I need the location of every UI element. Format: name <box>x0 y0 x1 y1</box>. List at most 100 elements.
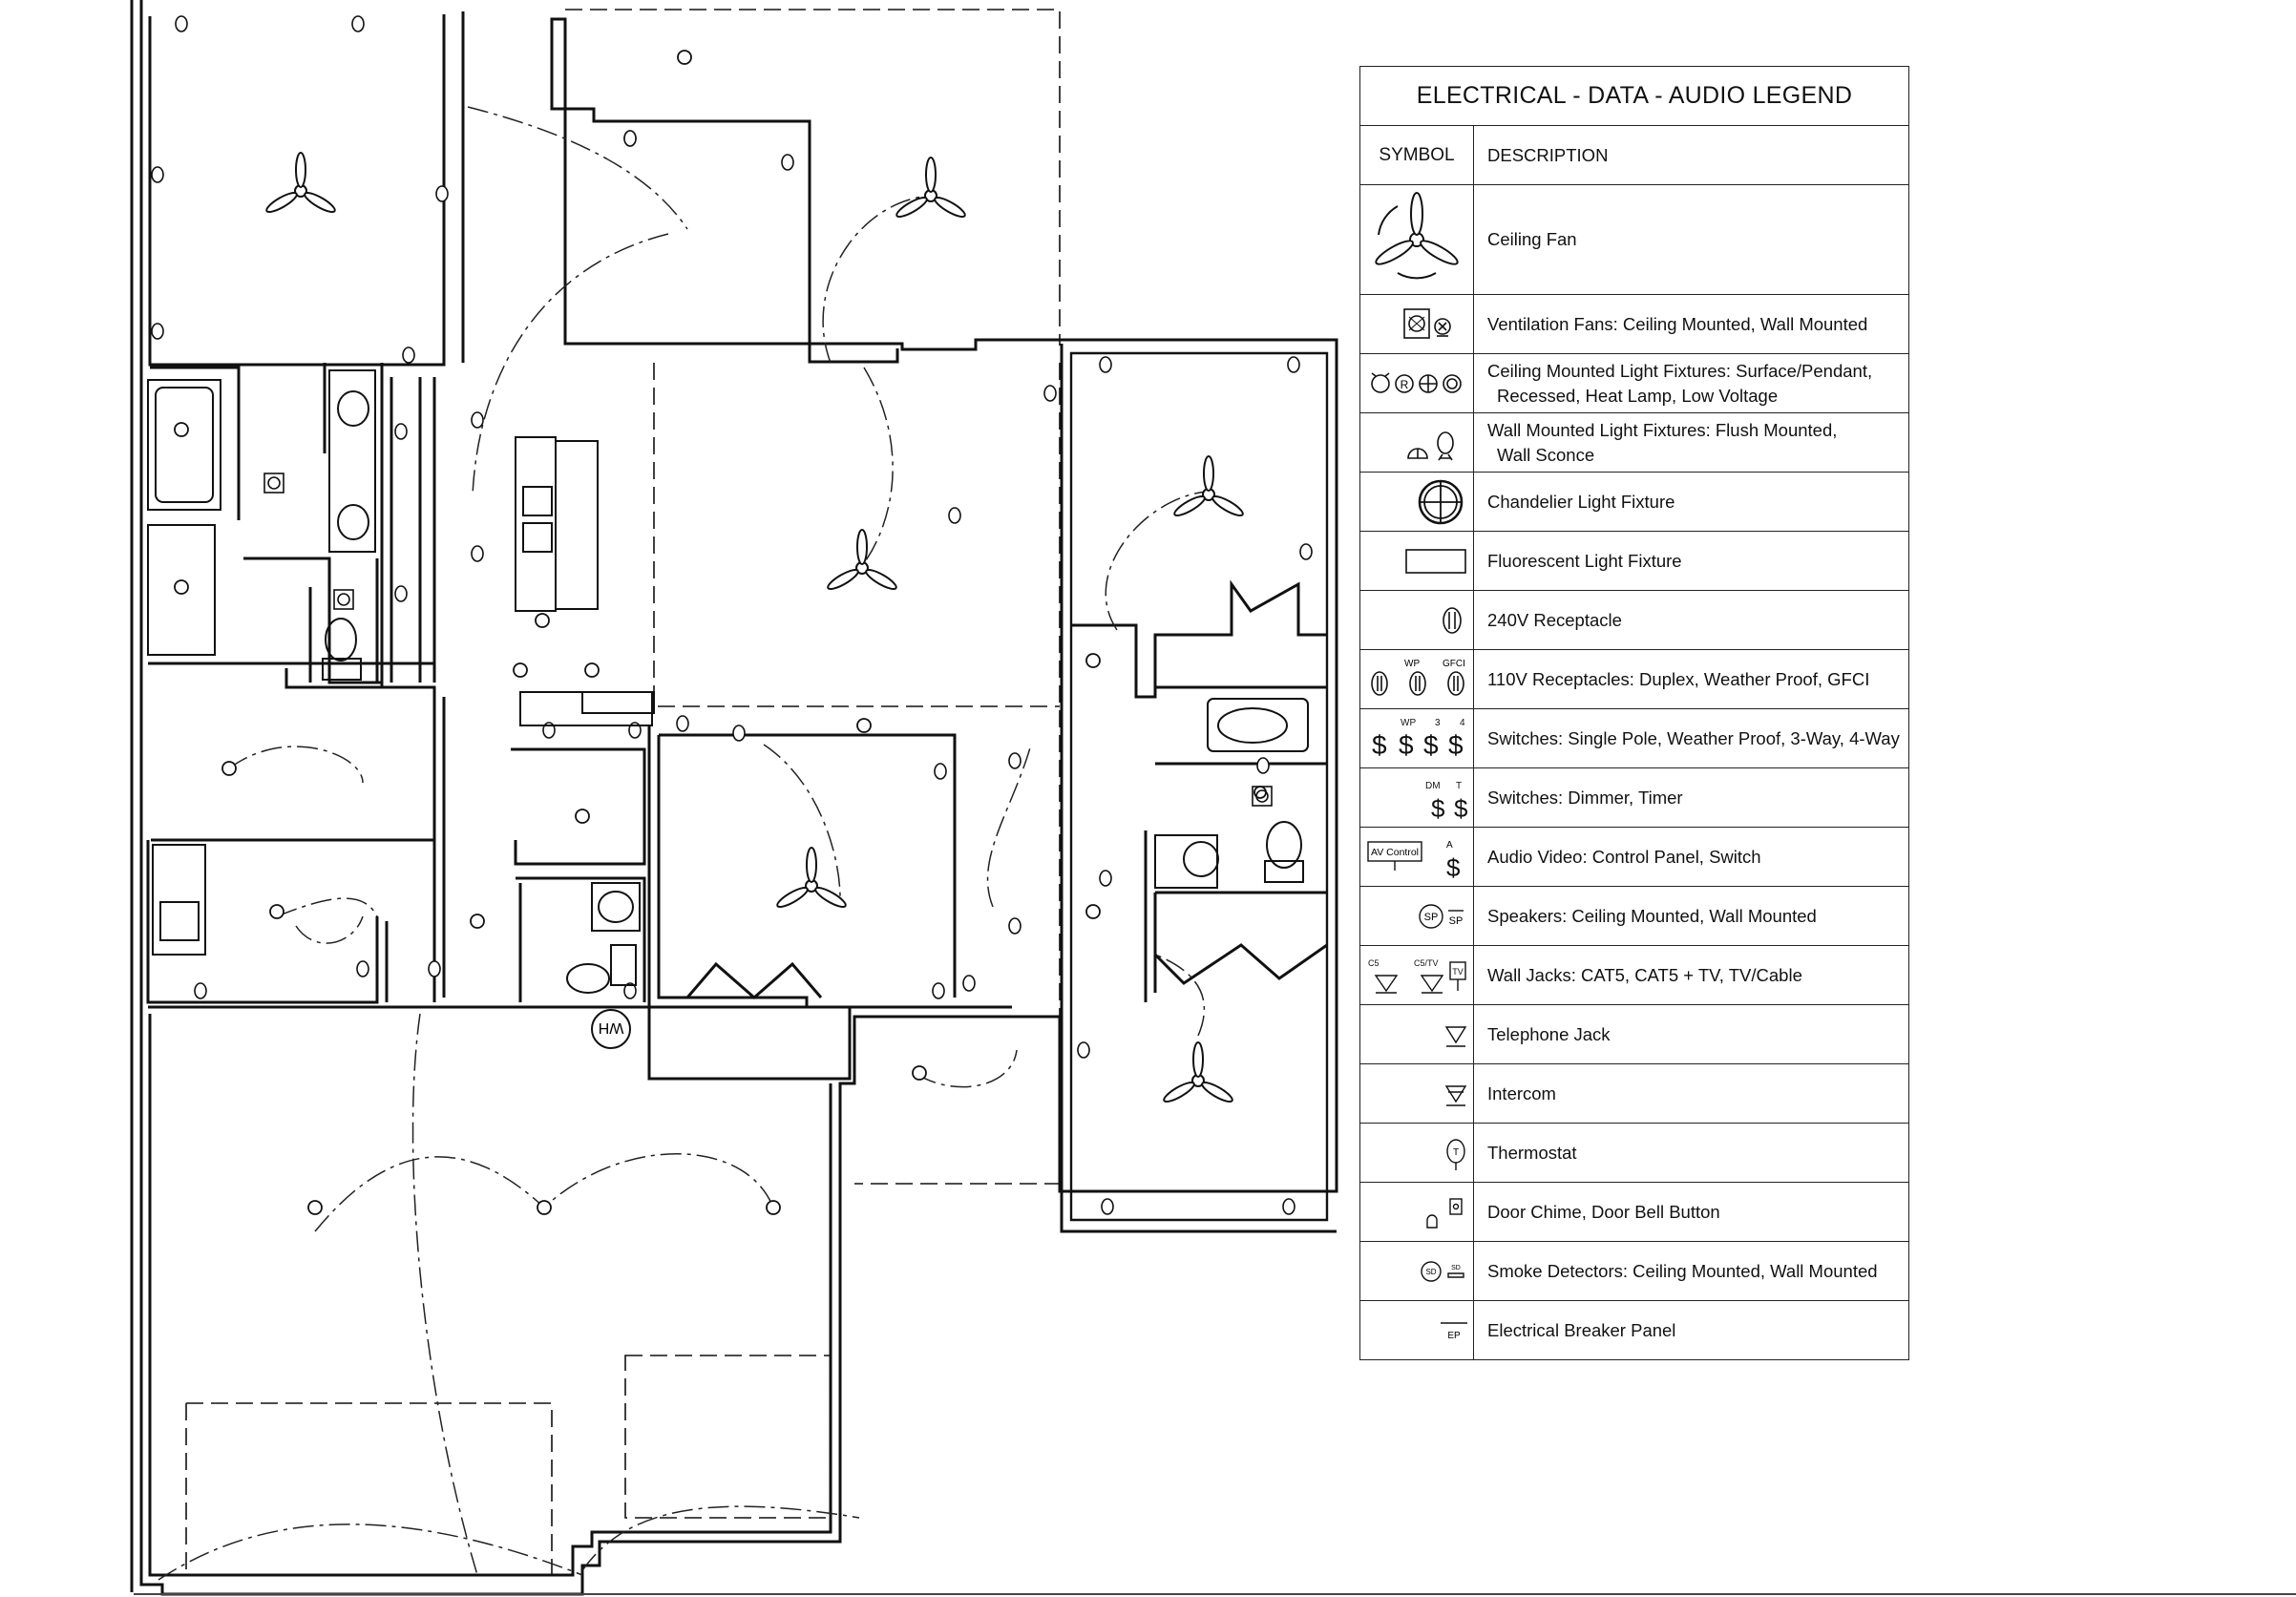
interior-wall <box>511 747 646 866</box>
interior-wall <box>1071 579 1327 699</box>
bathroom-fixtures <box>147 369 1309 994</box>
legend-row: 240V Receptacle <box>1360 591 1908 650</box>
circuit-line <box>467 106 688 230</box>
legend-desc: Wall Jacks: CAT5, CAT5 + TV, TV/Cable <box>1487 964 1802 985</box>
water-heater-label: WH <box>599 1019 624 1036</box>
interior-wall <box>1069 351 1329 1222</box>
circuit-line <box>158 1523 583 1581</box>
three-way-label: 3 <box>1435 718 1441 728</box>
smoke-ceiling-label: SD <box>1425 1268 1436 1276</box>
receptacle-110v-icon: WP GFCI <box>1371 659 1465 696</box>
circuit-line <box>822 195 932 364</box>
legend-row: Intercom <box>1360 1064 1908 1124</box>
svg-text:$: $ <box>1399 730 1414 760</box>
svg-text:$: $ <box>1448 730 1464 760</box>
receptacle-240v-icon <box>1443 606 1462 634</box>
legend-row: Telephone Jack <box>1360 1005 1908 1064</box>
legend-desc: Switches: Dimmer, Timer <box>1487 787 1683 808</box>
svg-text:$: $ <box>1446 853 1461 882</box>
interior-wall <box>1060 344 1337 1233</box>
cat5-tv-label: C5/TV <box>1414 958 1439 968</box>
symbol-column-header: SYMBOL <box>1360 126 1474 184</box>
tv-label: TV <box>1452 967 1464 977</box>
interior-wall <box>390 377 436 683</box>
legend-row: SP SP Speakers: Ceiling Mounted, Wall Mo… <box>1360 887 1908 946</box>
timer-label: T <box>1456 781 1462 791</box>
legend-row: $ $ DM T Switches: Dimmer, Timer <box>1360 768 1908 828</box>
svg-text:$: $ <box>1431 794 1445 823</box>
interior-wall <box>308 558 379 683</box>
legend-desc: Audio Video: Control Panel, Switch <box>1487 846 1761 867</box>
interior-wall <box>150 366 241 520</box>
legend-desc: Telephone Jack <box>1487 1023 1611 1044</box>
interior-wall <box>146 840 379 1004</box>
legend-desc: Door Chime, Door Bell Button <box>1487 1201 1720 1222</box>
audio-video-icon: AV Control $ A <box>1367 840 1461 882</box>
breaker-panel-label: EP <box>1447 1331 1461 1341</box>
speaker-icon: SP SP <box>1419 903 1464 929</box>
legend-desc: Thermostat <box>1487 1142 1577 1163</box>
legend-table: ELECTRICAL - DATA - AUDIO LEGEND SYMBOL … <box>1359 66 1909 1360</box>
ceiling-light-icon: R <box>1371 371 1462 393</box>
legend-title: ELECTRICAL - DATA - AUDIO LEGEND <box>1360 67 1908 126</box>
weatherproof-label: WP <box>1401 718 1416 728</box>
legend-row: Fluorescent Light Fixture <box>1360 532 1908 591</box>
legend-desc: Fluorescent Light Fixture <box>1487 550 1682 571</box>
speaker-ceiling-label: SP <box>1424 912 1439 923</box>
gfci-label: GFCI <box>1443 659 1465 669</box>
circuit-line <box>863 367 894 564</box>
av-control-label: AV Control <box>1371 847 1419 858</box>
circuit-line <box>295 915 364 944</box>
interior-wall <box>323 363 384 687</box>
circuit-line <box>1105 491 1209 631</box>
door-chime-icon <box>1426 1197 1463 1229</box>
cat5-label: C5 <box>1368 958 1380 968</box>
legend-desc: Chandelier Light Fixture <box>1487 491 1675 512</box>
legend-desc: 110V Receptacles: Duplex, Weather Proof,… <box>1487 668 1870 689</box>
dimmer-switch-icon: $ $ DM T <box>1425 781 1468 823</box>
thermostat-label: T <box>1453 1147 1459 1158</box>
exhaust-fan-icons <box>263 473 1273 807</box>
water-heater <box>591 1009 631 1049</box>
legend-row: Ventilation Fans: Ceiling Mounted, Wall … <box>1360 295 1908 354</box>
circuit-line <box>228 746 364 784</box>
legend-row: AV Control $ A Audio Video: Control Pane… <box>1360 828 1908 887</box>
legend-desc: Ceiling Fan <box>1487 229 1577 249</box>
dimmer-label: DM <box>1425 781 1441 791</box>
interior-wall <box>647 725 809 1007</box>
speaker-wall-label: SP <box>1449 915 1464 927</box>
garage-door-outline <box>186 1402 553 1575</box>
legend-desc: Speakers: Ceiling Mounted, Wall Mounted <box>1487 905 1817 926</box>
legend-desc: 240V Receptacle <box>1487 609 1622 630</box>
legend-desc: Electrical Breaker Panel <box>1487 1319 1676 1340</box>
circuit-line <box>581 1505 860 1571</box>
av-switch-label: A <box>1446 840 1453 851</box>
interior-wall <box>148 1014 832 1577</box>
svg-text:$: $ <box>1372 730 1387 760</box>
circuit-line <box>276 897 378 917</box>
border-line <box>134 1593 2296 1595</box>
circuit-line <box>472 233 669 497</box>
wall-light-icon <box>1407 431 1454 460</box>
ventilation-fan-icon <box>1403 307 1451 339</box>
switch-icon: $ $ $ $ WP 3 4 <box>1372 718 1465 760</box>
interior-wall <box>1144 830 1157 1002</box>
receptacle-icons <box>151 15 1313 1215</box>
legend-row: $ $ $ $ WP 3 4 Switches: Single Pole, We… <box>1360 709 1908 768</box>
legend-row: Door Chime, Door Bell Button <box>1360 1183 1908 1242</box>
circuit-line <box>1154 954 1206 1037</box>
legend-row: T Thermostat <box>1360 1124 1908 1183</box>
smoke-wall-label: SD <box>1451 1265 1461 1271</box>
patio-outline <box>565 9 1061 1185</box>
telephone-jack-icon <box>1444 1025 1467 1047</box>
interior-wall <box>516 876 646 1002</box>
legend-row: EP Electrical Breaker Panel <box>1360 1301 1908 1359</box>
thermostat-icon: T <box>1446 1138 1465 1170</box>
legend-row: C5 C5/TV TV Wall Jacks: CAT5, CAT5 + TV,… <box>1360 946 1908 1005</box>
floor-plan: WH <box>130 0 1338 1596</box>
circuit-line <box>763 744 841 898</box>
breaker-panel-icon: EP <box>1441 1321 1467 1341</box>
legend-desc: Ceiling Mounted Light Fixtures: Surface/… <box>1487 360 1873 381</box>
interior-wall <box>647 1007 852 1081</box>
interior-wall <box>1155 685 1327 894</box>
